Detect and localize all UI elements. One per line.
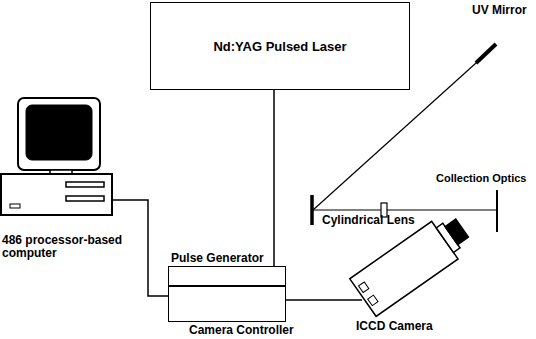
cable	[273, 90, 275, 266]
part-label: UV Mirror	[472, 4, 527, 17]
pulse-generator-box: Pulse Generator	[168, 266, 286, 286]
part-label: Cylindrical Lens	[322, 214, 415, 227]
laser-box: Nd:YAG Pulsed Laser	[150, 2, 410, 90]
laser-sheet	[313, 209, 496, 210]
node-label: Nd:YAG Pulsed Laser	[213, 40, 346, 53]
cable	[286, 299, 362, 301]
computer: 486 processor-based computer	[0, 96, 112, 215]
node-label: Pulse Generator	[171, 252, 264, 265]
cable	[112, 200, 168, 296]
computer-illustration	[1, 98, 112, 215]
beam-dump	[496, 190, 498, 232]
iccd-camera: ICCD Camera	[362, 180, 492, 322]
node-label: ICCD Camera	[356, 320, 433, 333]
node-label: 486 processor-based computer	[2, 234, 152, 260]
part-label: Collection Optics	[436, 172, 526, 185]
camera-controller-box: Camera Controller	[168, 286, 286, 322]
node-label: Camera Controller	[189, 324, 294, 337]
